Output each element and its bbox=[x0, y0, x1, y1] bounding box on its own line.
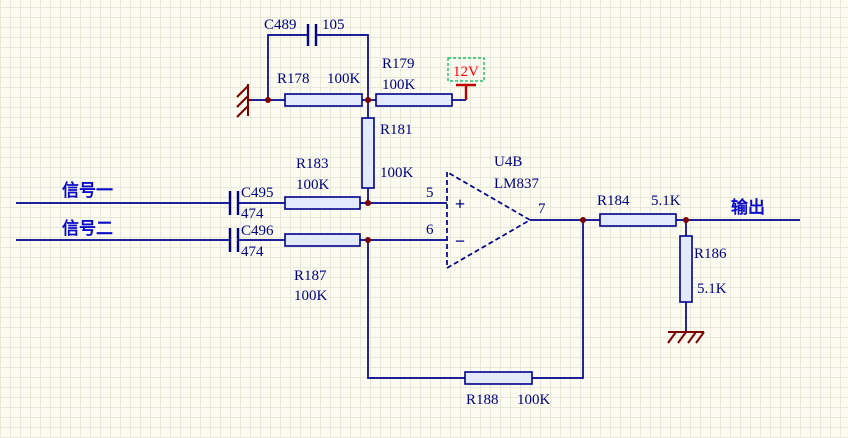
r184-ref: R184 bbox=[597, 193, 630, 209]
capacitor-c489[interactable]: C489 105 bbox=[264, 17, 345, 46]
opamp-triangle bbox=[446, 170, 532, 270]
pin-6-label: 6 bbox=[426, 222, 434, 238]
ground-symbol-bottom[interactable] bbox=[667, 331, 705, 344]
capacitor-c495[interactable]: C495 474 bbox=[228, 185, 274, 222]
resistor-r181[interactable]: R181 100K bbox=[361, 117, 414, 189]
resistor-r179[interactable]: R179 100K bbox=[375, 56, 453, 107]
opamp-minus-sign: − bbox=[455, 231, 465, 251]
r187-ref: R187 bbox=[294, 268, 327, 284]
r181-value: 100K bbox=[380, 165, 414, 181]
c496-ref: C496 bbox=[241, 223, 274, 239]
r183-ref: R183 bbox=[296, 156, 329, 172]
r179-ref: R179 bbox=[382, 56, 415, 72]
wire-feedback-left bbox=[367, 240, 465, 379]
junction-dots bbox=[265, 97, 689, 243]
r178-ref: R178 bbox=[277, 71, 310, 87]
r184-value: 5.1K bbox=[651, 193, 681, 209]
r181-ref: R181 bbox=[380, 122, 413, 138]
c495-value: 474 bbox=[241, 206, 264, 222]
capacitor-c496[interactable]: C496 474 bbox=[228, 223, 274, 260]
net-label-output[interactable]: 输出 bbox=[731, 197, 765, 217]
c489-value: 105 bbox=[322, 17, 345, 33]
net-label-signal1[interactable]: 信号一 bbox=[62, 180, 113, 200]
u4b-ref: U4B bbox=[494, 154, 522, 170]
resistor-r188[interactable]: R188 100K bbox=[464, 371, 551, 408]
junction-r178-r179 bbox=[365, 97, 371, 103]
pin-7-label: 7 bbox=[538, 201, 546, 217]
r179-value: 100K bbox=[382, 77, 416, 93]
r187-value: 100K bbox=[294, 288, 328, 304]
ground-symbol-left[interactable] bbox=[236, 84, 252, 118]
c495-ref: C495 bbox=[241, 185, 274, 201]
wire-c489-right bbox=[316, 34, 369, 118]
junction-pin5-node bbox=[365, 200, 371, 206]
resistor-r184[interactable]: R184 5.1K bbox=[597, 193, 681, 227]
net-label-signal2[interactable]: 信号二 bbox=[62, 218, 113, 238]
resistor-r186[interactable]: R186 5.1K bbox=[679, 235, 727, 303]
resistor-r183[interactable]: R183 100K bbox=[284, 156, 361, 210]
r188-value: 100K bbox=[517, 392, 551, 408]
c489-ref: C489 bbox=[264, 17, 297, 33]
pin-5-label: 5 bbox=[426, 185, 434, 201]
resistor-r178[interactable]: R178 100K bbox=[277, 71, 363, 107]
power-port-12v[interactable]: 12V bbox=[447, 57, 485, 100]
power-label: 12V bbox=[453, 64, 479, 80]
power-selection-box bbox=[447, 57, 485, 82]
resistor-r187[interactable]: R187 100K bbox=[284, 233, 361, 304]
junction-gnd-node bbox=[265, 97, 271, 103]
junction-r184-r186 bbox=[683, 217, 689, 223]
wires bbox=[16, 34, 800, 379]
c496-value: 474 bbox=[241, 244, 264, 260]
junction-pin6-node bbox=[365, 237, 371, 243]
opamp-u4b[interactable]: + − U4B LM837 5 6 7 bbox=[426, 154, 546, 270]
r186-ref: R186 bbox=[694, 246, 727, 262]
r186-value: 5.1K bbox=[697, 281, 727, 297]
wire-c489-left bbox=[267, 34, 308, 100]
r183-value: 100K bbox=[296, 177, 330, 193]
r188-ref: R188 bbox=[466, 392, 499, 408]
opamp-plus-sign: + bbox=[455, 194, 465, 214]
r178-value: 100K bbox=[327, 71, 361, 87]
u4b-part: LM837 bbox=[494, 176, 540, 192]
wire-feedback-right bbox=[532, 220, 584, 379]
junction-output-feedback bbox=[580, 217, 586, 223]
